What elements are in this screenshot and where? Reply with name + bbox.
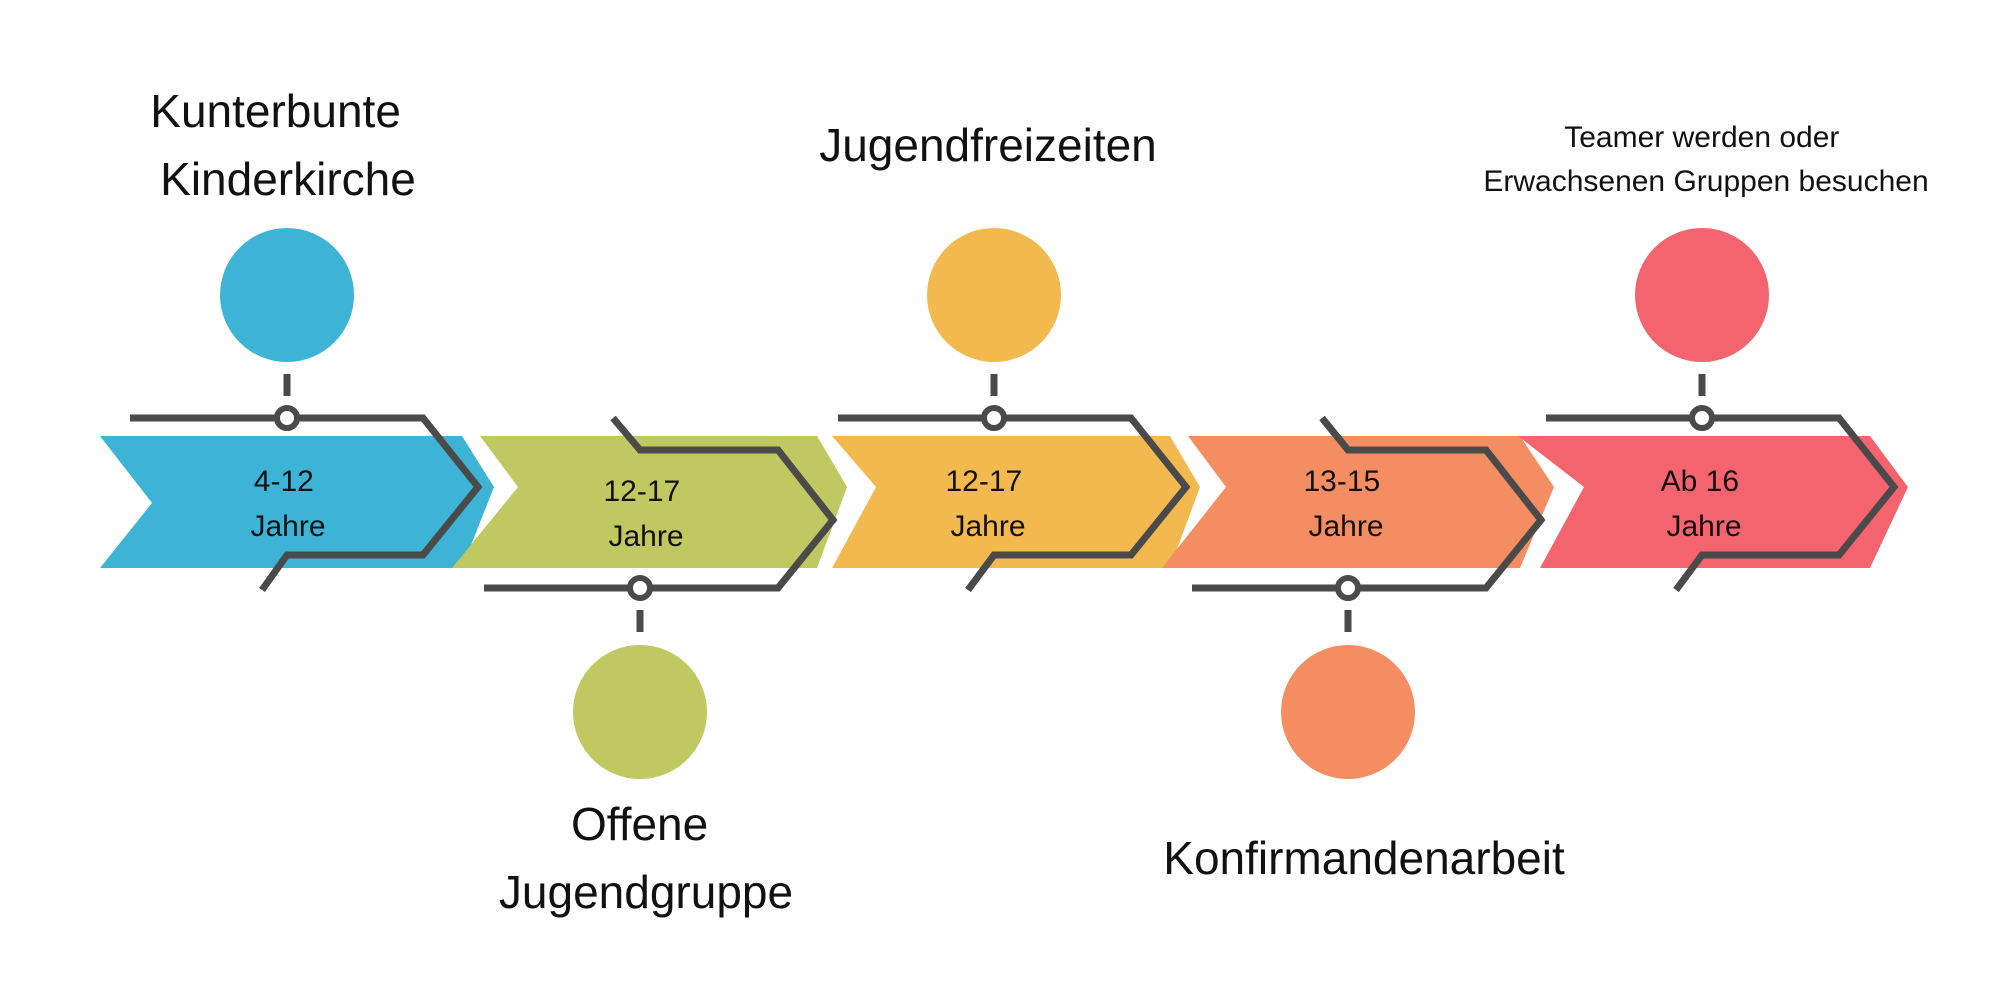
stage-1-chevron [100,436,494,568]
stage-3: 12-17 Jahre Jugendfreizeiten [819,119,1200,593]
stage-5-marker-circle [1635,228,1769,362]
stage-5-title: Teamer werden oder Erwachsenen Gruppen b… [1483,121,1928,198]
stage-3-marker-circle [927,228,1061,362]
stage-4-connector [1192,415,1546,592]
stage-3-age: 12-17 Jahre [945,465,1030,543]
stage-3-knob [981,405,1007,431]
stage-4-marker-circle [1281,645,1415,779]
stage-5-age: Ab 16 Jahre [1661,465,1748,543]
stage-4-age: 13-15 Jahre [1303,465,1388,543]
stage-1-connector [130,414,483,593]
stage-5-connector [1546,414,1899,593]
stage-2-connector [484,415,838,592]
stage-2-age: 12-17 Jahre [603,475,688,553]
stage-4: 13-15 Jahre Konfirmandenarbeit [1162,415,1565,884]
stage-1: 4-12 Jahre Kunterbunte Kinderkirche [100,85,494,593]
stage-1-marker-circle [220,228,354,362]
stage-4-title: Konfirmandenarbeit [1163,832,1565,884]
stage-2-title: Offene Jugendgruppe [499,798,793,918]
stage-2: 12-17 Jahre Offene Jugendgruppe [452,415,847,918]
stage-1-title: Kunterbunte Kinderkirche [150,85,416,205]
stage-4-chevron [1162,436,1554,568]
stage-3-title: Jugendfreizeiten [819,119,1157,171]
stage-5: Ab 16 Jahre Teamer werden oder Erwachsen… [1483,121,1929,593]
stage-5-chevron [1518,436,1908,568]
stage-1-age: 4-12 Jahre [250,465,325,543]
stage-2-marker-circle [573,645,707,779]
stage-2-knob [627,575,653,601]
stage-1-knob [274,405,300,431]
stage-5-knob [1689,405,1715,431]
stage-4-knob [1335,575,1361,601]
stage-3-connector [838,414,1191,593]
stage-3-chevron [832,436,1200,568]
stage-2-chevron [452,436,847,568]
